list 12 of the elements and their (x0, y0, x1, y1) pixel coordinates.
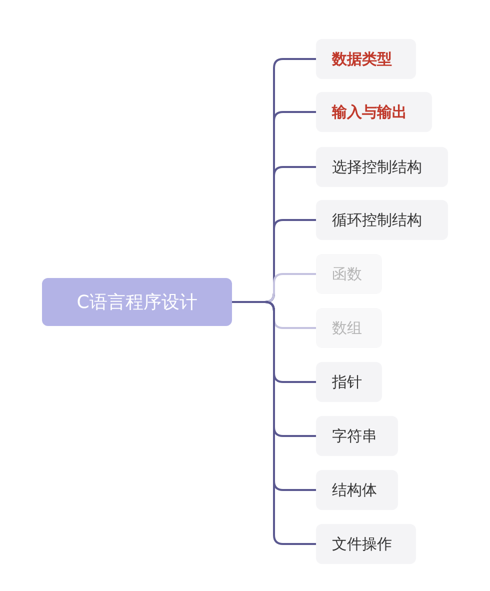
topic-box: 函数 (316, 254, 382, 294)
connector-line (232, 301, 316, 545)
topic-box: 数组 (316, 308, 382, 348)
topic-box: 指针 (316, 362, 382, 402)
topic-box: 结构体 (316, 470, 398, 510)
topic-box: 字符串 (316, 416, 398, 456)
root-topic-box: C语言程序设计 (42, 278, 232, 326)
topic-box: 选择控制结构 (316, 147, 448, 187)
topic-box: 文件操作 (316, 524, 416, 564)
topic-box: 输入与输出 (316, 92, 432, 132)
topic-box: 数据类型 (316, 39, 416, 79)
topic-box: 循环控制结构 (316, 200, 448, 240)
